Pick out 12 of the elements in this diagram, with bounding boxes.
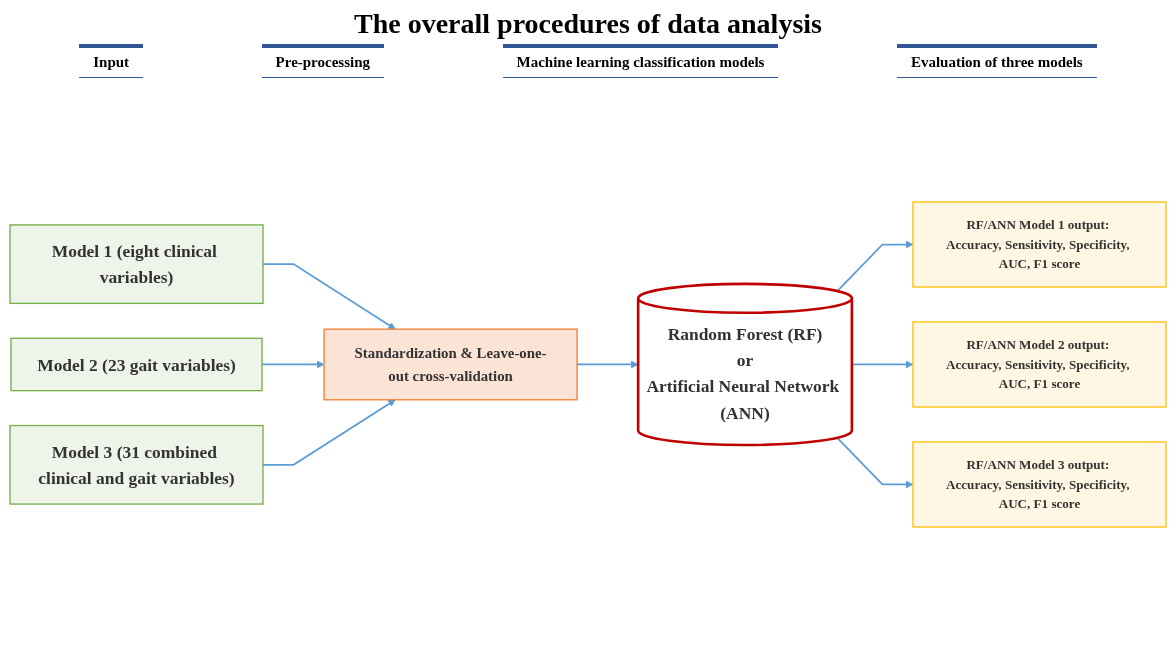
node-box: RF/ANN Model 3 output: Accuracy, Sensitivity, Specificity, AUC, F1 score [912, 440, 1167, 528]
node-box: Model 1 (eight clinical variables) [9, 223, 264, 304]
stage-heading: Machine learning classification models [502, 44, 779, 78]
stage-heading: Input [79, 44, 144, 78]
node-box: Model 2 (23 gait variables) [10, 337, 263, 391]
node-box: RF/ANN Model 2 output: Accuracy, Sensitivity, Specificity, AUC, F1 score [912, 320, 1167, 408]
stage-heading: Evaluation of three models [896, 44, 1097, 78]
node-box: Model 3 (31 combined clinical and gait variables) [9, 424, 264, 505]
node-box: RF/ANN Model 1 output: Accuracy, Sensitivity, Specificity, AUC, F1 score [912, 200, 1167, 288]
diagram-title: The overall procedures of data analysis [353, 8, 823, 40]
stage-heading: Pre-processing [261, 44, 384, 78]
node-box: Standardization & Leave-one-out cross-validation [323, 328, 578, 400]
